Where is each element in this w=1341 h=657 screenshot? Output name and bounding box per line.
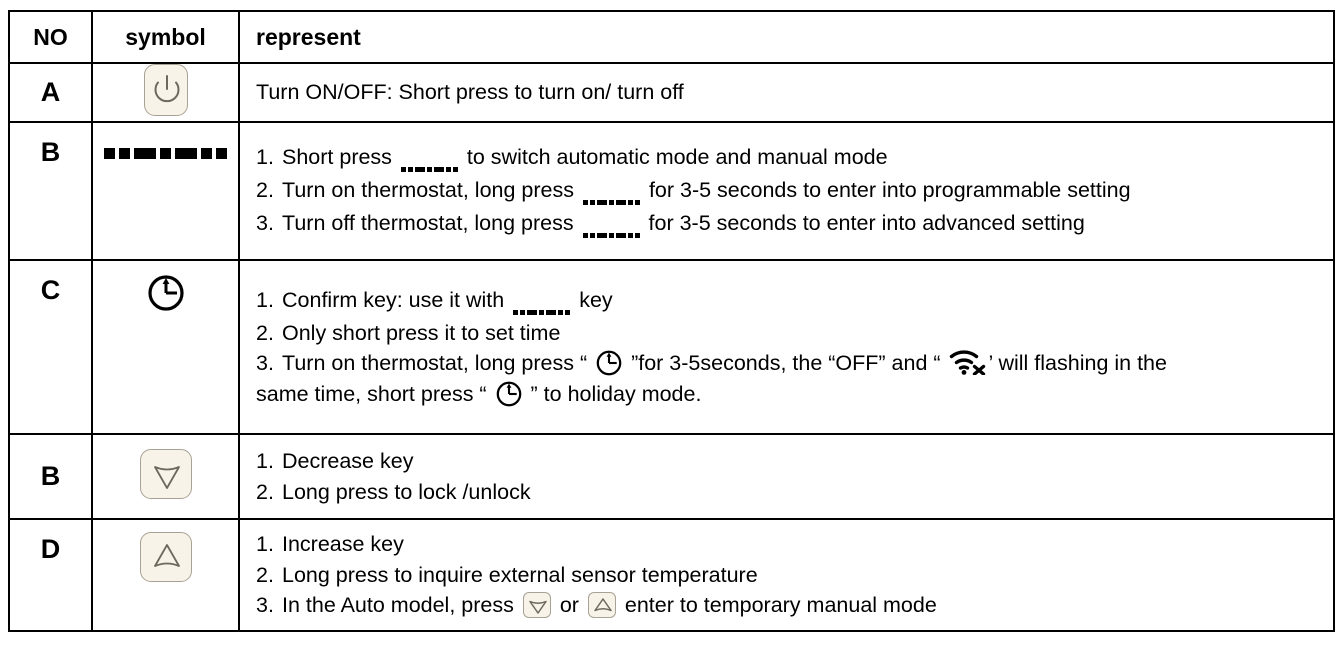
represent-line: 1. Increase key — [256, 530, 1323, 558]
line-text-post: for 3-5 seconds to enter into programmab… — [642, 177, 1131, 202]
line-text-post: for 3-5 seconds to enter into advanced s… — [642, 210, 1085, 235]
line-text-pre: Turn on thermostat, long press — [282, 177, 580, 202]
table-row: B 1. Decrease key 2. Long press to lock /u… — [8, 433, 1335, 520]
row-represent-cell: 1. Short press to switch automatic mode a… — [238, 121, 1335, 261]
menu-grid-icon — [582, 199, 640, 207]
line-text-pre: Long press to inquire external sensor te… — [282, 562, 758, 587]
menu-grid-icon — [582, 232, 640, 240]
list-number: 2. — [256, 320, 274, 345]
row-no-label: B — [8, 433, 93, 520]
arrow-up-key-icon — [587, 592, 616, 619]
line-text-pre: Decrease key — [282, 449, 414, 474]
list-number: 3. — [256, 351, 274, 376]
list-number: 2. — [256, 177, 274, 202]
list-number: 2. — [256, 479, 274, 504]
list-number: 1. — [256, 449, 274, 474]
table-header-row: NO symbol represent — [8, 10, 1335, 64]
table-row: B 1. Short press to switch automatic mode… — [8, 121, 1335, 261]
line-text-pre: Long press to lock /unlock — [282, 479, 531, 504]
list-number: 2. — [256, 562, 274, 587]
column-header-represent: represent — [238, 10, 1335, 64]
line-text-post: ’ will flashing in the — [988, 351, 1167, 376]
key-function-table: NO symbol represent A — [8, 10, 1335, 632]
row-no-label: D — [8, 518, 93, 632]
line-text-pre: Turn on thermostat, long press “ — [282, 351, 594, 376]
line-text-pre: In the Auto model, press — [282, 593, 520, 618]
column-header-symbol: symbol — [91, 10, 240, 64]
line-text-mid: ”for 3-5seconds, the “OFF” and “ — [625, 351, 947, 376]
table-row: D 1. Increase key 2. Long press to inquire… — [8, 518, 1335, 632]
table-row: C 1. Confirm key: use it with key 2. Only … — [8, 259, 1335, 435]
list-number: 3. — [256, 210, 274, 235]
list-number: 1. — [256, 144, 274, 169]
row-represent-cell: 1. Increase key 2. Long press to inquire e… — [238, 518, 1335, 632]
line-text-pre: Increase key — [282, 532, 404, 557]
list-number: 3. — [256, 593, 274, 618]
line-text-pre: same time, short press “ — [256, 381, 493, 406]
row-represent-cell: 1. Decrease key 2. Long press to lock /unl… — [238, 433, 1335, 520]
row-symbol-cell — [91, 433, 240, 520]
row-no-label: B — [8, 121, 93, 261]
row-symbol-cell — [91, 259, 240, 435]
represent-line: same time, short press “ ” to holiday mo… — [256, 380, 1323, 408]
line-text-pre: Only short press it to set time — [282, 320, 561, 345]
represent-line: 1. Short press to switch automatic mode a… — [256, 143, 1323, 174]
line-text-pre: Short press — [282, 144, 398, 169]
list-number: 1. — [256, 287, 274, 312]
represent-line: Turn ON/OFF: Short press to turn on/ tur… — [256, 78, 1323, 106]
represent-line: 2. Long press to lock /unlock — [256, 478, 1323, 506]
represent-line: 1. Confirm key: use it with key — [256, 286, 1323, 317]
table-row: A Turn ON/OFF: Short press to turn on/ t… — [8, 62, 1335, 123]
represent-line: 2. Only short press it to set time — [256, 319, 1323, 347]
wifi-off-icon — [949, 350, 985, 377]
power-button-icon — [143, 64, 188, 116]
line-text-mid: or — [553, 593, 585, 618]
clock-icon — [496, 381, 521, 407]
column-header-no: NO — [8, 10, 93, 64]
line-text-post: ” to holiday mode. — [524, 381, 702, 406]
row-symbol-cell — [91, 62, 240, 123]
represent-line: 3. Turn off thermostat, long press for 3-… — [256, 209, 1323, 240]
line-text-pre: Confirm key: use it with — [282, 287, 511, 312]
row-symbol-cell — [91, 518, 240, 632]
list-number: 1. — [256, 532, 274, 557]
menu-grid-icon — [513, 309, 571, 317]
line-text-post: key — [573, 287, 613, 312]
line-text: Turn ON/OFF: Short press to turn on/ tur… — [256, 80, 684, 105]
represent-line: 2. Turn on thermostat, long press for 3-5… — [256, 176, 1323, 207]
represent-line: 3. In the Auto model, press or enter to t… — [256, 591, 1323, 619]
represent-line: 3. Turn on thermostat, long press “ ”for … — [256, 349, 1323, 377]
represent-line: 1. Decrease key — [256, 447, 1323, 475]
row-represent-cell: Turn ON/OFF: Short press to turn on/ tur… — [238, 62, 1335, 123]
clock-icon — [147, 275, 184, 311]
row-no-label: A — [8, 62, 93, 123]
row-no-label: C — [8, 259, 93, 435]
arrow-down-key-icon — [139, 449, 192, 499]
clock-icon — [596, 350, 622, 376]
menu-grid-icon — [104, 148, 227, 163]
arrow-up-key-icon — [139, 532, 192, 582]
menu-grid-icon — [400, 166, 458, 174]
row-represent-cell: 1. Confirm key: use it with key 2. Only sh… — [238, 259, 1335, 435]
line-text-post: to switch automatic mode and manual mode — [460, 144, 888, 169]
line-text-pre: Turn off thermostat, long press — [282, 210, 580, 235]
row-symbol-cell — [91, 121, 240, 261]
arrow-down-key-icon — [522, 592, 551, 619]
line-text-post: enter to temporary manual mode — [618, 593, 937, 618]
represent-line: 2. Long press to inquire external sensor … — [256, 561, 1323, 589]
